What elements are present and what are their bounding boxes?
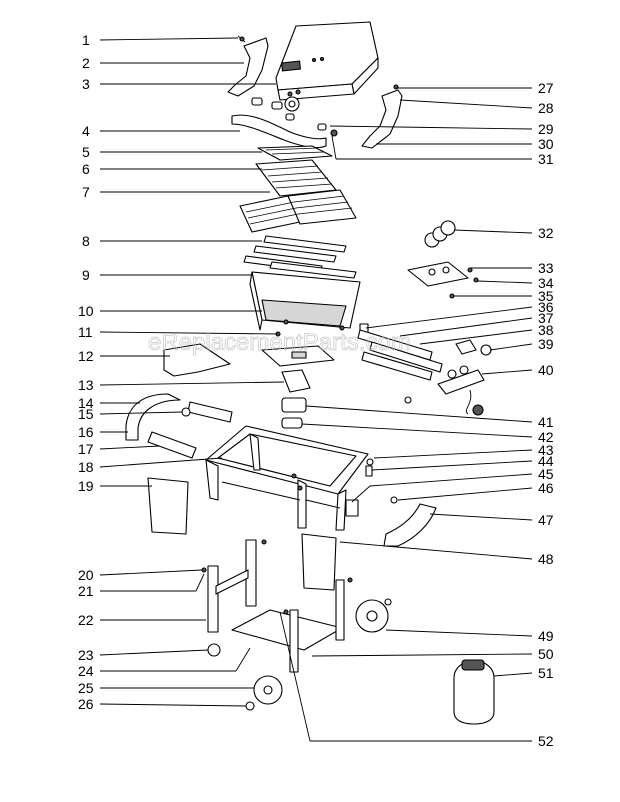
callout-40: 40: [538, 362, 554, 378]
part-22-leg-assembly: [201, 539, 267, 633]
callout-23: 23: [78, 647, 94, 663]
part-44-spacer: [365, 465, 373, 477]
part-41-drip-tray: [281, 397, 307, 413]
part-23-caster: [207, 643, 221, 657]
part-39-igniter: [455, 339, 492, 356]
callout-24: 24: [78, 663, 94, 679]
callout-51: 51: [538, 665, 554, 681]
part-28-right-bracket: [317, 84, 403, 149]
parts: [125, 21, 495, 725]
part-40-manifold: [404, 365, 485, 416]
callout-2: 2: [82, 55, 90, 71]
callout-5: 5: [82, 144, 90, 160]
callout-17: 17: [78, 441, 94, 457]
callout-29: 29: [538, 121, 554, 137]
part-13-catch-pan: [261, 345, 335, 367]
callout-8: 8: [82, 233, 90, 249]
part-50-right-legs: [283, 577, 353, 673]
part-15-knob: [181, 407, 191, 417]
callout-35: 35: [538, 288, 554, 304]
callout-6: 6: [82, 161, 90, 177]
callout-52: 52: [538, 733, 554, 749]
callout-18: 18: [78, 459, 94, 475]
callout-28: 28: [538, 100, 554, 116]
part-5-warming-rack: [257, 145, 333, 161]
callout-4: 4: [82, 123, 90, 139]
part-46-screw: [390, 496, 398, 504]
callout-21: 21: [78, 583, 94, 599]
callout-3: 3: [82, 76, 90, 92]
callout-27: 27: [538, 80, 554, 96]
callout-48: 48: [538, 551, 554, 567]
part-48-right-side-panel: [301, 533, 337, 591]
part-7-cooking-grates: [239, 189, 357, 233]
part-catch-pan-holder: [281, 369, 311, 393]
callout-38: 38: [538, 322, 554, 338]
part-14-left-handle: [125, 393, 181, 441]
part-19-left-side-panel: [147, 477, 189, 535]
part-16-tube: [187, 401, 233, 423]
part-32-knobs: [424, 220, 456, 248]
part-2-left-bracket: [227, 37, 269, 97]
part-1-screw: [237, 35, 246, 43]
part-47-right-handle: [383, 503, 437, 547]
part-42-drip-tray-liner: [281, 417, 303, 429]
callout-39: 39: [538, 336, 554, 352]
callout-32: 32: [538, 225, 554, 241]
part-4-handle: [231, 114, 327, 149]
callout-10: 10: [78, 303, 94, 319]
callout-19: 19: [78, 478, 94, 494]
part-lid: [275, 21, 379, 101]
watermark-text: eReplacementParts.com: [148, 329, 411, 356]
part-45-clip: [345, 499, 359, 517]
callout-46: 46: [538, 480, 554, 496]
callout-9: 9: [82, 267, 90, 283]
part-49-wheel: [355, 598, 392, 633]
callout-47: 47: [538, 512, 554, 528]
callout-22: 22: [78, 612, 94, 628]
callout-36: 36: [538, 299, 554, 315]
callout-numbers: 1 2 3 4 5 6 7 8 9 10 11 12 13 14 15 16 1…: [78, 32, 554, 749]
part-33-control-panel: [407, 261, 479, 299]
leader-lines: [99, 37, 533, 742]
callout-43: 43: [538, 442, 554, 458]
callout-13: 13: [78, 377, 94, 393]
callout-31: 31: [538, 151, 554, 167]
part-26-hubcap: [245, 701, 255, 711]
part-17-tube: [147, 431, 197, 459]
callout-7: 7: [82, 184, 90, 200]
callout-50: 50: [538, 646, 554, 662]
part-8-flavorizer-bars: [243, 235, 357, 279]
callout-41: 41: [538, 414, 554, 430]
part-12-left-side-table: [163, 343, 231, 377]
callout-30: 30: [538, 136, 554, 152]
part-3-thermometer: [251, 89, 301, 121]
part-43-bolt: [366, 458, 374, 466]
callout-42: 42: [538, 429, 554, 445]
part-9-cookbox: [249, 271, 361, 331]
part-37-burner-tubes: [357, 329, 443, 381]
callout-26: 26: [78, 696, 94, 712]
part-51-propane-tank: [453, 659, 495, 725]
callout-44: 44: [538, 453, 554, 469]
part-6-warming-rack: [255, 159, 337, 197]
callout-14: 14: [78, 395, 94, 411]
callout-15: 15: [78, 406, 94, 422]
part-18-frame: [205, 425, 369, 531]
callout-45: 45: [538, 466, 554, 482]
callout-12: 12: [78, 348, 94, 364]
callout-20: 20: [78, 567, 94, 583]
callout-1: 1: [82, 32, 90, 48]
callout-25: 25: [78, 680, 94, 696]
callout-49: 49: [538, 628, 554, 644]
callout-33: 33: [538, 260, 554, 276]
callout-34: 34: [538, 275, 554, 291]
callout-11: 11: [78, 324, 93, 340]
part-25-wheel: [253, 675, 283, 705]
callout-37: 37: [538, 310, 554, 326]
callout-16: 16: [78, 424, 94, 440]
